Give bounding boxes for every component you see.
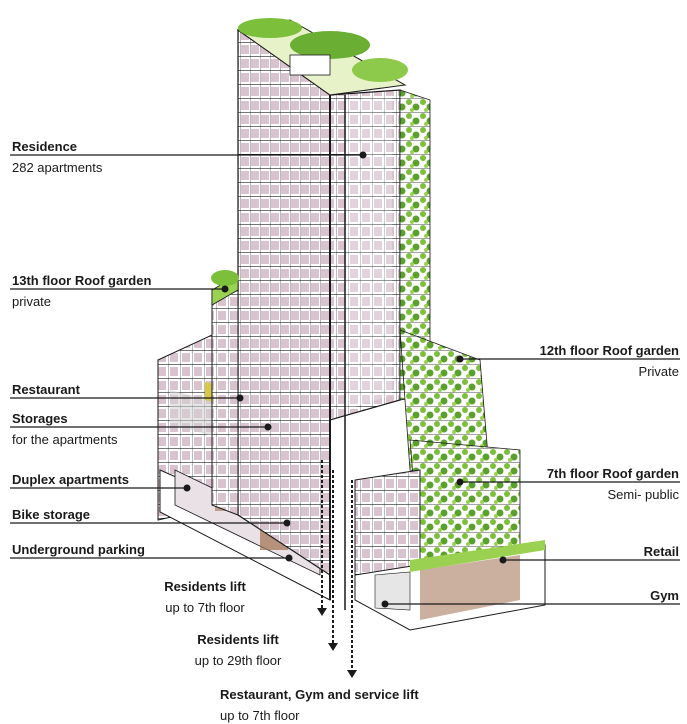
label-duplex-title: Duplex apartments xyxy=(12,472,130,487)
label-lift29-sub: up to 29th floor xyxy=(194,653,282,668)
label-roof12-title: 12th floor Roof garden xyxy=(539,343,679,358)
label-restaurant-title: Restaurant xyxy=(12,382,80,397)
lift-shaft xyxy=(317,95,357,678)
label-roof13: 13th floor Roof garden private xyxy=(12,272,151,310)
label-lift29: Residents lift up to 29th floor xyxy=(178,631,298,669)
label-restaurant: Restaurant xyxy=(12,381,80,398)
label-duplex: Duplex apartments xyxy=(12,471,129,488)
label-roof13-title: 13th floor Roof garden xyxy=(12,273,152,288)
label-bike: Bike storage xyxy=(12,506,90,523)
label-retail: Retail xyxy=(644,543,679,560)
leader-dots xyxy=(183,151,507,608)
label-lift7-title: Residents lift xyxy=(164,579,246,594)
label-roof7-sub: Semi- public xyxy=(607,487,679,502)
tower-left-face xyxy=(211,28,331,577)
label-residence: Residence 282 apartments xyxy=(12,138,102,176)
label-service-lift: Restaurant, Gym and service lift up to 7… xyxy=(220,686,419,724)
top-roof-garden xyxy=(236,18,408,96)
label-storages: Storages for the apartments xyxy=(12,410,118,448)
tower-right-face xyxy=(329,89,401,421)
green-facade xyxy=(399,89,521,561)
label-service-title: Restaurant, Gym and service lift xyxy=(220,687,419,702)
label-roof7: 7th floor Roof garden Semi- public xyxy=(547,465,679,503)
label-residence-sub: 282 apartments xyxy=(12,160,103,175)
label-roof7-title: 7th floor Roof garden xyxy=(546,466,679,481)
label-retail-title: Retail xyxy=(643,544,679,559)
label-gym-title: Gym xyxy=(650,588,679,603)
label-storages-title: Storages xyxy=(12,411,68,426)
label-bike-title: Bike storage xyxy=(12,507,91,522)
label-gym: Gym xyxy=(650,587,679,604)
label-roof12-sub: Private xyxy=(638,364,679,379)
label-lift7: Residents lift up to 7th floor xyxy=(150,578,260,616)
label-parking: Underground parking xyxy=(12,541,145,558)
label-roof13-sub: private xyxy=(12,294,52,309)
label-parking-title: Underground parking xyxy=(12,542,145,557)
leader-lines xyxy=(10,154,680,605)
label-lift7-sub: up to 7th floor xyxy=(165,600,245,615)
label-roof12: 12th floor Roof garden Private xyxy=(540,342,679,380)
label-service-sub: up to 7th floor xyxy=(220,708,300,723)
label-lift29-title: Residents lift xyxy=(197,632,279,647)
label-storages-sub: for the apartments xyxy=(12,432,118,447)
label-residence-title: Residence xyxy=(12,139,78,154)
